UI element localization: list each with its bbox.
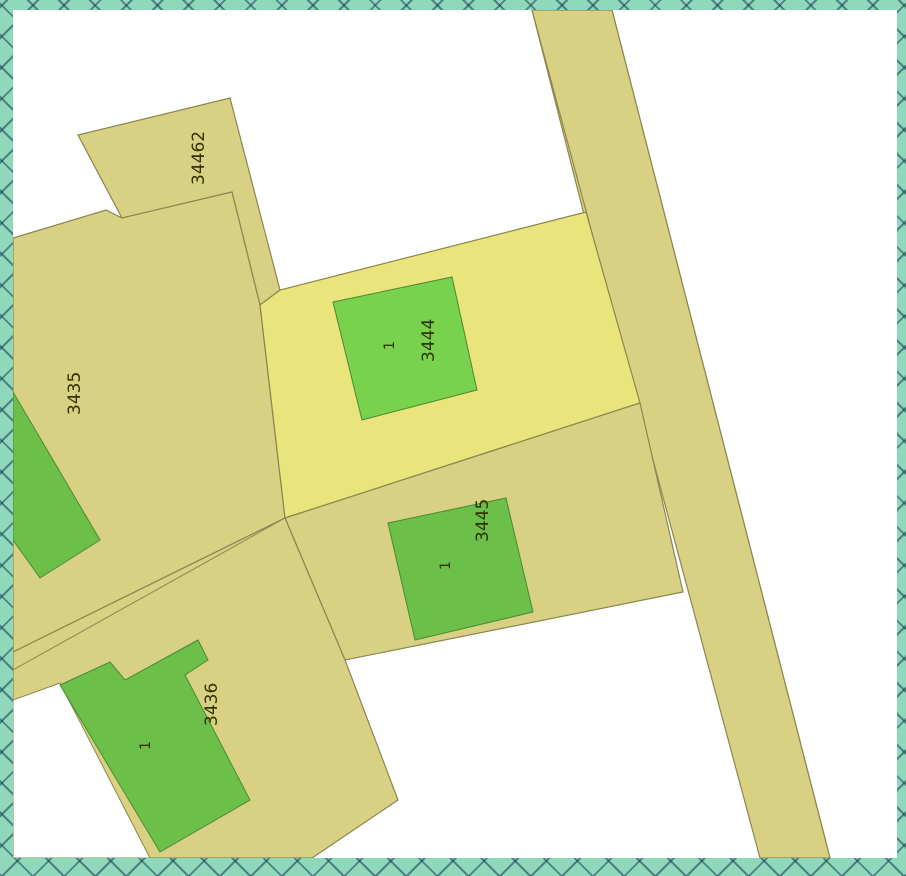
parcel-label-3435: 3435 <box>65 372 85 415</box>
building-3444[interactable] <box>332 276 478 421</box>
parcel-3436[interactable] <box>13 517 399 858</box>
parcel-label-34462: 34462 <box>189 131 209 185</box>
building-label-3444: 1 <box>382 341 398 350</box>
cadastral-map[interactable]: 34462 3435 3444 3445 3436 1 1 1 <box>13 10 897 858</box>
unassigned-area <box>13 682 151 858</box>
parcel-label-3444: 3444 <box>419 319 439 362</box>
building-label-3436: 1 <box>138 741 154 750</box>
building-3445[interactable] <box>387 497 534 641</box>
building-3436[interactable] <box>59 639 251 853</box>
boundary-line <box>13 517 286 671</box>
building-label-3445: 1 <box>438 561 454 570</box>
parcel-label-3445: 3445 <box>473 499 493 542</box>
building-3435[interactable] <box>13 391 101 579</box>
parcel-label-3436: 3436 <box>202 683 222 726</box>
road-strip[interactable] <box>531 10 831 858</box>
